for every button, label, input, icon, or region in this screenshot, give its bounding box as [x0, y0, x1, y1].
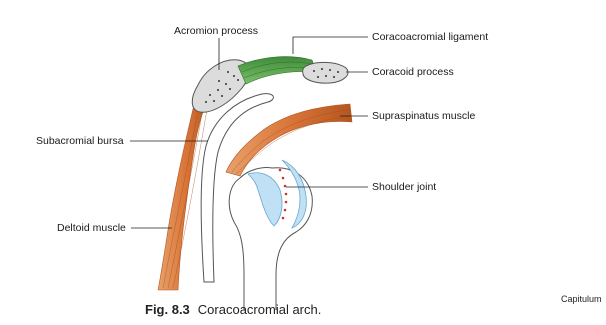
label-coracoid-process: Coracoid process — [372, 66, 454, 78]
leader-coracoacromial-ligament — [293, 37, 368, 54]
figure-number: Fig. 8.3 — [145, 302, 190, 317]
figure-caption-text: Coracoacromial arch. — [198, 302, 322, 317]
label-shoulder-joint: Shoulder joint — [372, 181, 436, 193]
humeral-head-cartilage-shape — [248, 173, 282, 226]
label-coracoacromial-ligament: Coracoacromial ligament — [372, 31, 488, 43]
side-note-capitulum: Capitulum — [561, 294, 602, 304]
label-subacromial-bursa: Subacromial bursa — [36, 135, 124, 147]
figure-caption: Fig. 8.3 Coracoacromial arch. — [145, 302, 321, 317]
coracoid-process-shape — [303, 62, 348, 83]
label-supraspinatus-muscle: Supraspinatus muscle — [372, 110, 475, 122]
label-acromion-process: Acromion process — [174, 25, 258, 37]
label-deltoid-muscle: Deltoid muscle — [57, 222, 126, 234]
